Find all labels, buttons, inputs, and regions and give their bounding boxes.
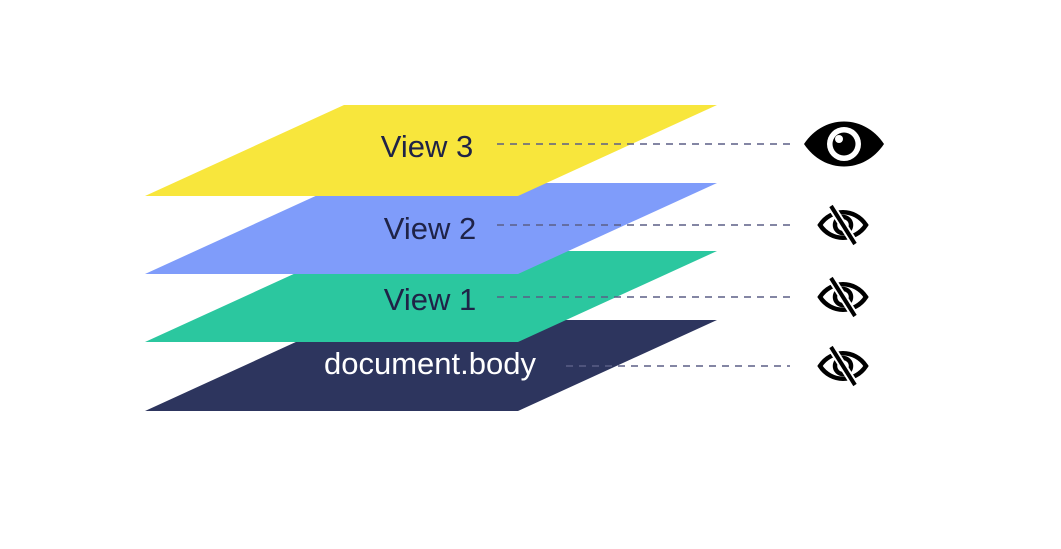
eye-hidden-icon [820,206,866,244]
layer-plane [145,183,717,274]
layer-view-2: View 2 [145,183,866,274]
layer-view-1: View 1 [145,251,866,342]
eye-hidden-icon [820,278,866,316]
layer-label: View 1 [384,282,477,317]
eye-hidden-icon [820,347,866,385]
layer-label: View 3 [381,129,474,164]
layer-plane [145,105,717,196]
layer-label: document.body [324,346,536,381]
layer-document-body: document.body [145,320,866,411]
layer-plane [145,251,717,342]
layer-plane [145,320,717,411]
layer-view-3: View 3 [145,105,884,196]
layer-label: View 2 [384,211,477,246]
eye-visible-icon [804,121,884,167]
